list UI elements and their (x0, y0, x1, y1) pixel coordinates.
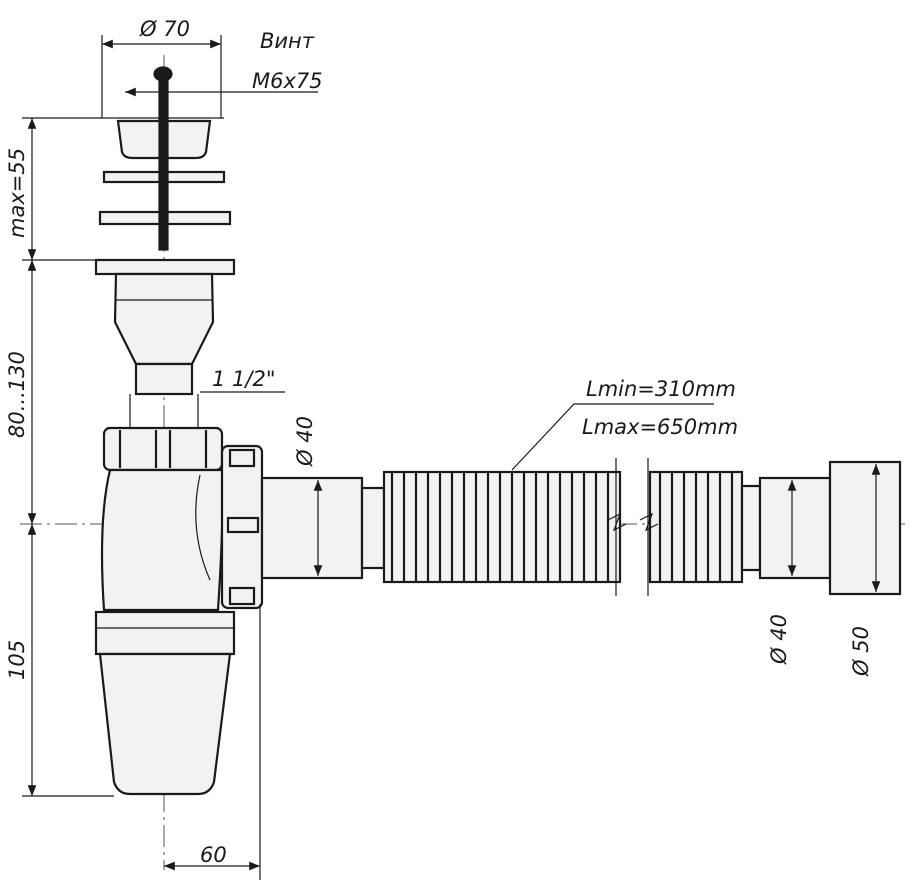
outlet-nut (220, 444, 264, 610)
height-max-label: max=55 (5, 148, 29, 238)
top-diameter-label: Ø 70 (139, 17, 190, 41)
hose-lmin-label: Lmin=310mm (586, 377, 736, 401)
bottom-dimension (164, 604, 261, 880)
screw-name-label: Винт (260, 29, 315, 53)
hose-end (740, 460, 902, 596)
height-range-label: 80...130 (5, 351, 29, 438)
left-dimensions (22, 117, 114, 797)
end-inner-diameter-label: Ø 40 (767, 614, 791, 665)
hose-leader-line (511, 403, 714, 471)
corrugated-hose (382, 458, 744, 596)
screw-size-label: М6х75 (252, 69, 323, 93)
siphon-bowl (94, 468, 236, 796)
thread-label: 1 1/2" (212, 367, 276, 391)
hose-lmax-label: Lmax=650mm (582, 415, 738, 439)
siphon-upper-body (94, 258, 285, 432)
end-outer-diameter-label: Ø 50 (849, 626, 873, 677)
outlet-diameter-label: Ø 40 (293, 416, 317, 467)
outlet-pipe (260, 476, 386, 580)
strainer-assembly (98, 35, 318, 251)
union-nut (102, 426, 224, 472)
bottom-height-label: 105 (5, 640, 29, 680)
offset-label: 60 (200, 843, 227, 867)
